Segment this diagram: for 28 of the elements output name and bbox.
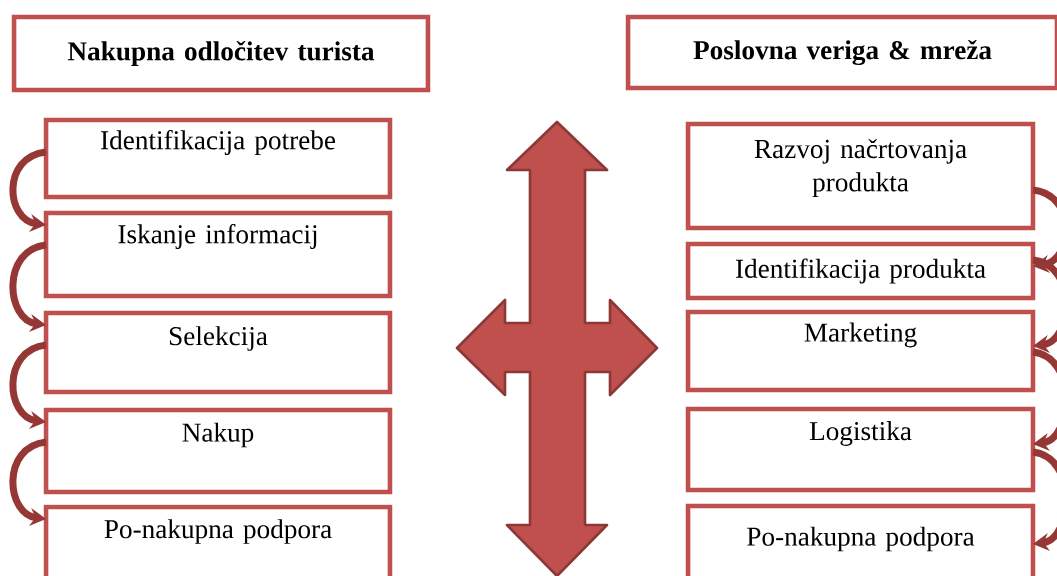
process-box [43, 117, 393, 200]
box-label: Nakupna odločitev turista [67, 41, 375, 66]
box-label: Nakup [182, 422, 254, 448]
box-label: Logistika [809, 421, 912, 446]
box-label: Marketing [804, 322, 917, 348]
box-label: Poslovna veriga & mreža [693, 39, 992, 66]
process-box [685, 241, 1036, 301]
box-label: Selekcija [169, 326, 268, 351]
box-label: Identifikacija produkta [736, 258, 986, 284]
process-box [43, 310, 393, 395]
box-label: Razvoj načrtovanja produkta [754, 138, 967, 198]
process-box [685, 309, 1036, 393]
process-box [685, 121, 1036, 231]
box-label: Iskanje informacij [118, 224, 317, 249]
curved-arrow [1032, 448, 1057, 551]
process-box [685, 503, 1036, 576]
heading-box [625, 14, 1057, 91]
heading-box [11, 14, 431, 93]
curved-arrow [1032, 348, 1057, 451]
curved-arrow [1032, 186, 1057, 273]
box-label: Identifikacija potrebe [101, 130, 336, 155]
process-box [685, 406, 1036, 493]
box-label: Po-nakupna podpora [104, 519, 332, 544]
box-label: Po-nakupna podpora [747, 526, 975, 552]
process-box [43, 407, 393, 495]
process-box [43, 504, 393, 576]
process-box [43, 210, 393, 299]
curved-arrow [1032, 256, 1057, 353]
